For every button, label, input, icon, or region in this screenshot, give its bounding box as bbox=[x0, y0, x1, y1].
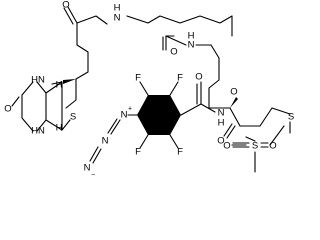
aryl-amide-hydrogen-label: H bbox=[218, 118, 225, 129]
ester-link-oxygen-label: O bbox=[217, 136, 224, 147]
azide-bonds bbox=[89, 118, 121, 164]
chemical-structure-diagram: O N H O N H HN HN O S H H F F F F O N H … bbox=[4, 0, 294, 179]
fluorine-top-left-label: F bbox=[135, 73, 141, 84]
aryl-amide-nitrogen-label: N bbox=[218, 108, 225, 119]
azide-plus-charge: + bbox=[128, 106, 132, 113]
amide-nitrogen-label: N bbox=[114, 13, 121, 24]
sulfonyl-sulfur-label: S bbox=[252, 141, 258, 152]
biotin-sulfur-label: S bbox=[70, 112, 76, 123]
aryl-amide-oxygen-label: O bbox=[195, 72, 202, 83]
biotin-h-lower-label: H bbox=[56, 123, 63, 134]
amide-nitrogen-right-label: N bbox=[188, 40, 195, 51]
amide-hydrogen-right-label: H bbox=[188, 31, 195, 42]
fluorine-bottom-left-label: F bbox=[135, 147, 141, 158]
biotin-ring-bonds bbox=[11, 78, 77, 132]
fluorine-bottom-right-label: F bbox=[177, 147, 183, 158]
atom-labels: O N H O N H HN HN O S H H F F F F O N H … bbox=[4, 0, 294, 179]
azide-n1-label: N bbox=[121, 110, 128, 121]
azide-minus-charge: − bbox=[91, 172, 95, 179]
ester-chain-bonds bbox=[208, 97, 291, 173]
sulfonyl-oxygen-right-label: O bbox=[269, 141, 276, 152]
amide-oxygen-label: O bbox=[170, 47, 177, 58]
ester-carbonyl-oxygen-label: O bbox=[230, 87, 237, 98]
ketone-oxygen-label: O bbox=[62, 0, 69, 11]
amide-hydrogen-label: H bbox=[114, 3, 121, 14]
biotin-nh-upper-label: HN bbox=[31, 75, 45, 86]
sulfonyl-oxygen-left-label: O bbox=[223, 141, 230, 152]
biotin-oxygen-label: O bbox=[4, 104, 11, 115]
thioether-sulfur-label: S bbox=[288, 112, 294, 123]
top-linker-bonds bbox=[63, 6, 233, 109]
azide-n2-label: N bbox=[102, 136, 109, 147]
azide-n3-label: N bbox=[84, 163, 91, 174]
sulfonyl-bonds bbox=[232, 142, 269, 148]
aryl-ring-bonds bbox=[127, 81, 216, 149]
biotin-h-upper-label: H bbox=[56, 80, 63, 91]
fluorine-top-right-label: F bbox=[177, 73, 183, 84]
biotin-nh-lower-label: HN bbox=[31, 126, 45, 137]
